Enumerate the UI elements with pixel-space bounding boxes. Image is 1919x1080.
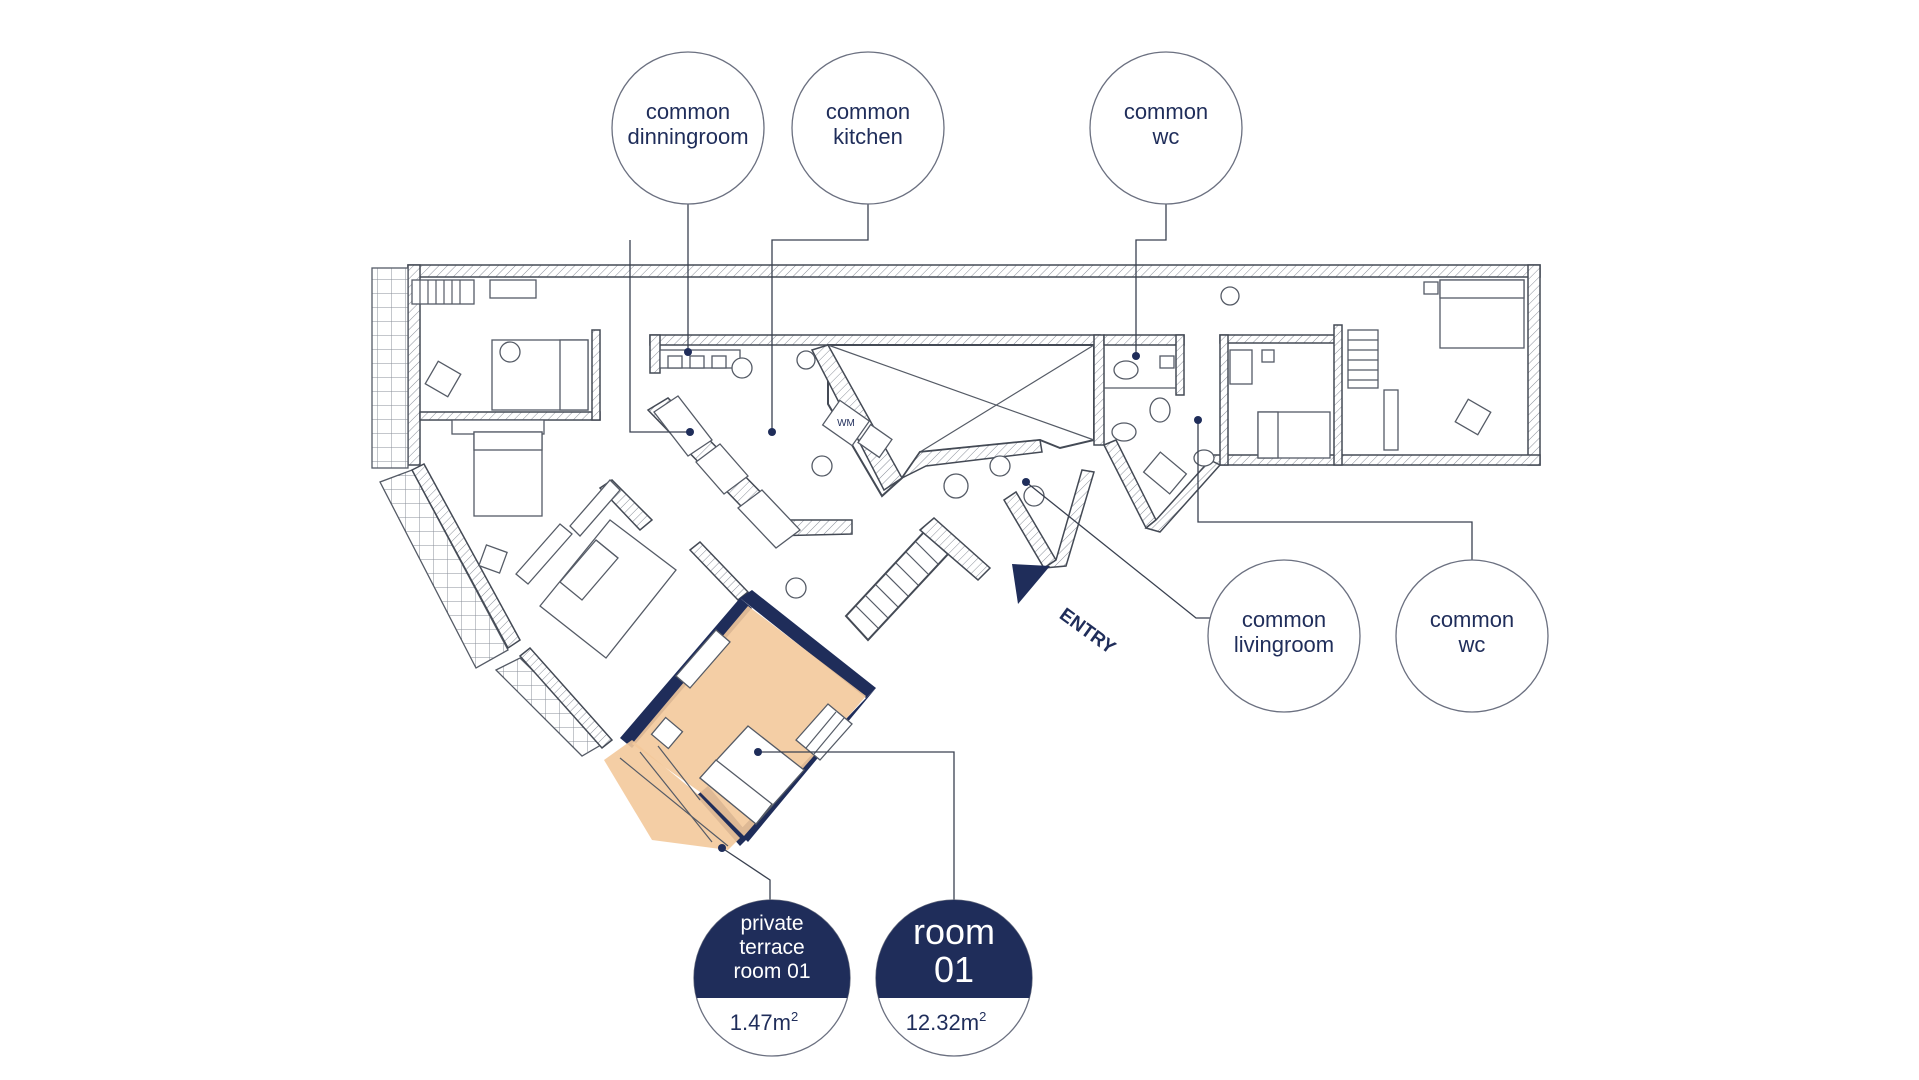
terrace-label-line1: private — [740, 912, 803, 935]
bubble-wc-right: common wc — [1395, 559, 1549, 713]
dining-label-line1: common — [646, 99, 730, 124]
living-label-line1: common — [1242, 607, 1326, 632]
bubble-living: common livingroom — [1207, 559, 1361, 713]
kitchen-label-line1: common — [826, 99, 910, 124]
leader-lines — [629, 200, 1473, 902]
wm-label: WM — [837, 418, 855, 429]
bubble-dining: common dinningroom — [611, 51, 765, 205]
dining-label-line2: dinningroom — [627, 124, 748, 149]
living-label-line2: livingroom — [1234, 632, 1334, 657]
room-01-area — [604, 606, 866, 850]
wc-top-label-line2: wc — [1152, 124, 1180, 149]
bubble-wc-top: common wc — [1089, 51, 1243, 205]
staircase — [844, 517, 992, 642]
furniture: WM — [411, 279, 1525, 659]
terrace-area: 1.47m2 — [730, 1009, 798, 1035]
entry-marker: ENTRY — [1012, 564, 1119, 659]
wc-top-label-line1: common — [1124, 99, 1208, 124]
terrace-label-line2: terrace — [739, 936, 804, 959]
outer-walls — [371, 264, 1541, 757]
wc-right-label-line1: common — [1430, 607, 1514, 632]
bubble-room-01: room 01 12.32m2 — [875, 899, 1033, 1057]
entry-arrow-icon — [1012, 564, 1050, 604]
wc-right-label-line2: wc — [1458, 632, 1486, 657]
room-label-line2: 01 — [934, 949, 974, 990]
terrace-label-line3: room 01 — [733, 960, 810, 983]
room-label-line1: room — [913, 911, 995, 952]
bubble-kitchen: common kitchen — [791, 51, 945, 205]
bubble-terrace: private terrace room 01 1.47m2 — [693, 899, 851, 1057]
kitchen-label-line2: kitchen — [833, 124, 903, 149]
entry-label: ENTRY — [1055, 604, 1119, 659]
room-area: 12.32m2 — [906, 1009, 987, 1035]
